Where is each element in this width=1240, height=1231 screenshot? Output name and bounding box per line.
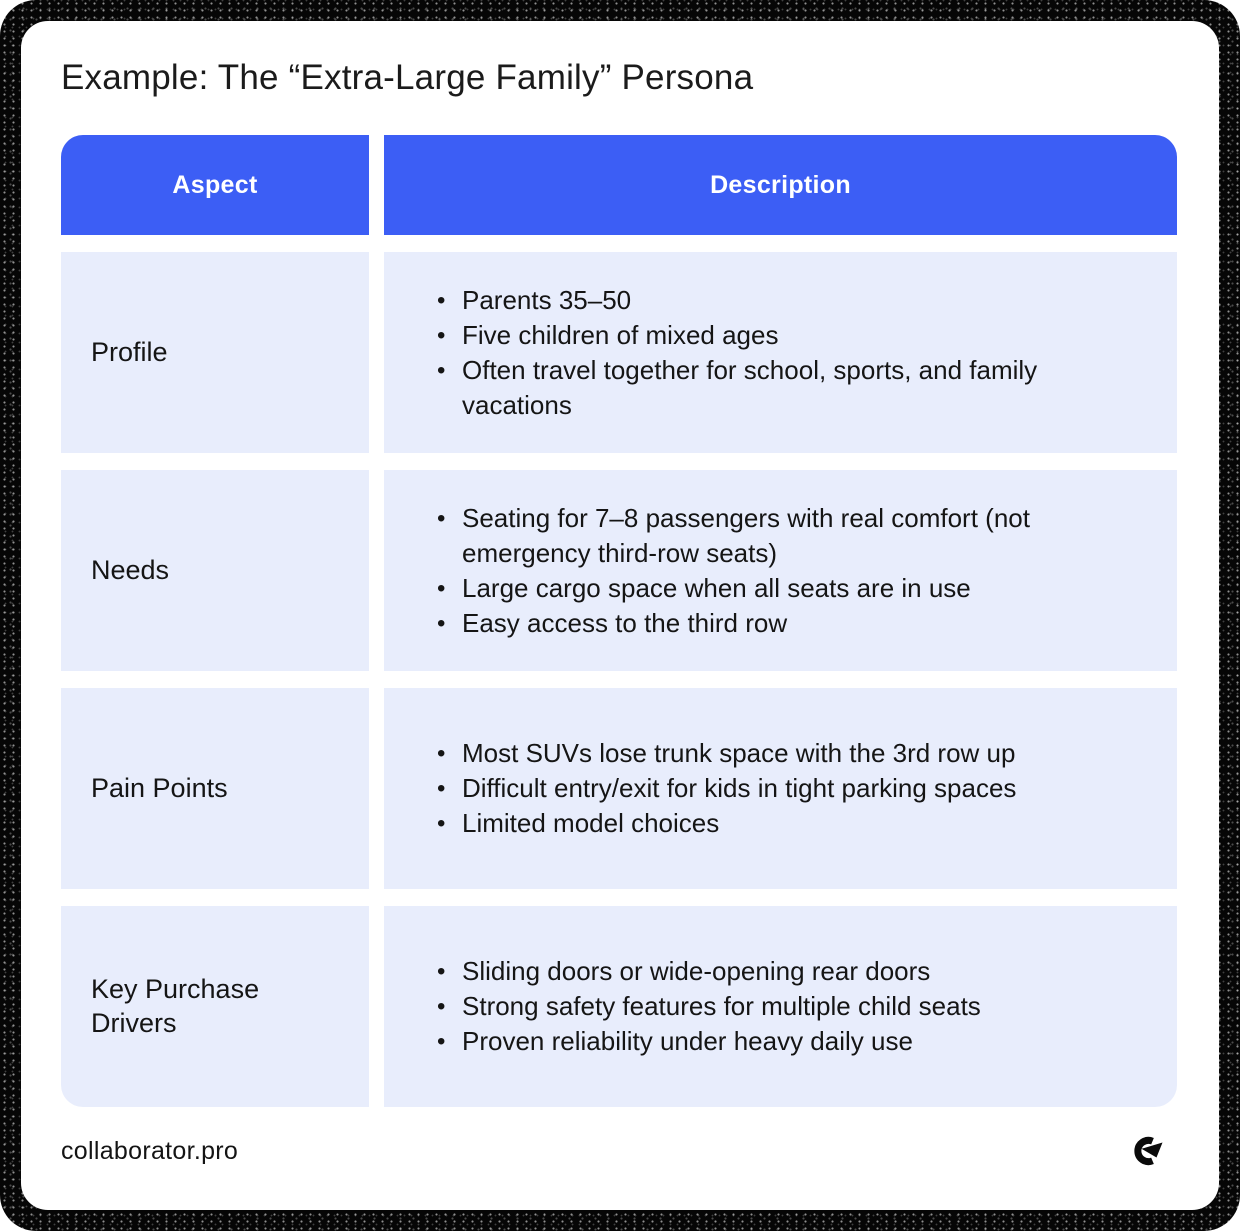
bullet-item: Difficult entry/exit for kids in tight p… bbox=[384, 771, 1141, 806]
bullet-item: Strong safety features for multiple chil… bbox=[384, 989, 1141, 1024]
table-row-description-pain-points: Most SUVs lose trunk space with the 3rd … bbox=[384, 688, 1177, 889]
bullet-item: Five children of mixed ages bbox=[384, 318, 1141, 353]
table-header-description-label: Description bbox=[710, 170, 851, 199]
table-row-aspect-pain-points: Pain Points bbox=[61, 688, 369, 889]
bullet-item: Easy access to the third row bbox=[384, 606, 1141, 641]
bullet-item: Seating for 7–8 passengers with real com… bbox=[384, 501, 1141, 571]
aspect-label: Key Purchase Drivers bbox=[91, 973, 260, 1038]
table-row-aspect-needs: Needs bbox=[61, 470, 369, 671]
aspect-label: Profile bbox=[91, 336, 168, 367]
site-name: collaborator.pro bbox=[61, 1136, 239, 1165]
table-header-aspect-label: Aspect bbox=[172, 170, 258, 199]
bullet-item: Large cargo space when all seats are in … bbox=[384, 571, 1141, 606]
collaborator-logo-icon bbox=[1134, 1136, 1163, 1166]
bullet-item: Most SUVs lose trunk space with the 3rd … bbox=[384, 736, 1141, 771]
table-row-description-profile: Parents 35–50 Five children of mixed age… bbox=[384, 252, 1177, 453]
table-row-description-needs: Seating for 7–8 passengers with real com… bbox=[384, 470, 1177, 671]
aspect-label: Needs bbox=[91, 554, 170, 585]
bullet-item: Often travel together for school, sports… bbox=[384, 353, 1141, 423]
bullet-item: Parents 35–50 bbox=[384, 283, 1141, 318]
bullet-list: Parents 35–50 Five children of mixed age… bbox=[384, 283, 1141, 423]
aspect-label: Pain Points bbox=[91, 772, 228, 803]
bullet-list: Seating for 7–8 passengers with real com… bbox=[384, 501, 1141, 641]
table-header-aspect: Aspect bbox=[61, 135, 369, 235]
page-title: Example: The “Extra-Large Family” Person… bbox=[61, 58, 754, 97]
footer: collaborator.pro bbox=[61, 1134, 1177, 1182]
table-header-description: Description bbox=[384, 135, 1177, 235]
table-row-description-key-purchase-drivers: Sliding doors or wide-opening rear doors… bbox=[384, 906, 1177, 1107]
bullet-item: Limited model choices bbox=[384, 806, 1141, 841]
bullet-item: Sliding doors or wide-opening rear doors bbox=[384, 954, 1141, 989]
persona-card: Example: The “Extra-Large Family” Person… bbox=[21, 21, 1219, 1210]
table-row-aspect-profile: Profile bbox=[61, 252, 369, 453]
bullet-item: Proven reliability under heavy daily use bbox=[384, 1024, 1141, 1059]
bullet-list: Sliding doors or wide-opening rear doors… bbox=[384, 954, 1141, 1059]
table-row-aspect-key-purchase-drivers: Key Purchase Drivers bbox=[61, 906, 369, 1107]
bullet-list: Most SUVs lose trunk space with the 3rd … bbox=[384, 736, 1141, 841]
persona-table: Aspect Description Profile Parents 35–50… bbox=[61, 135, 1177, 1107]
